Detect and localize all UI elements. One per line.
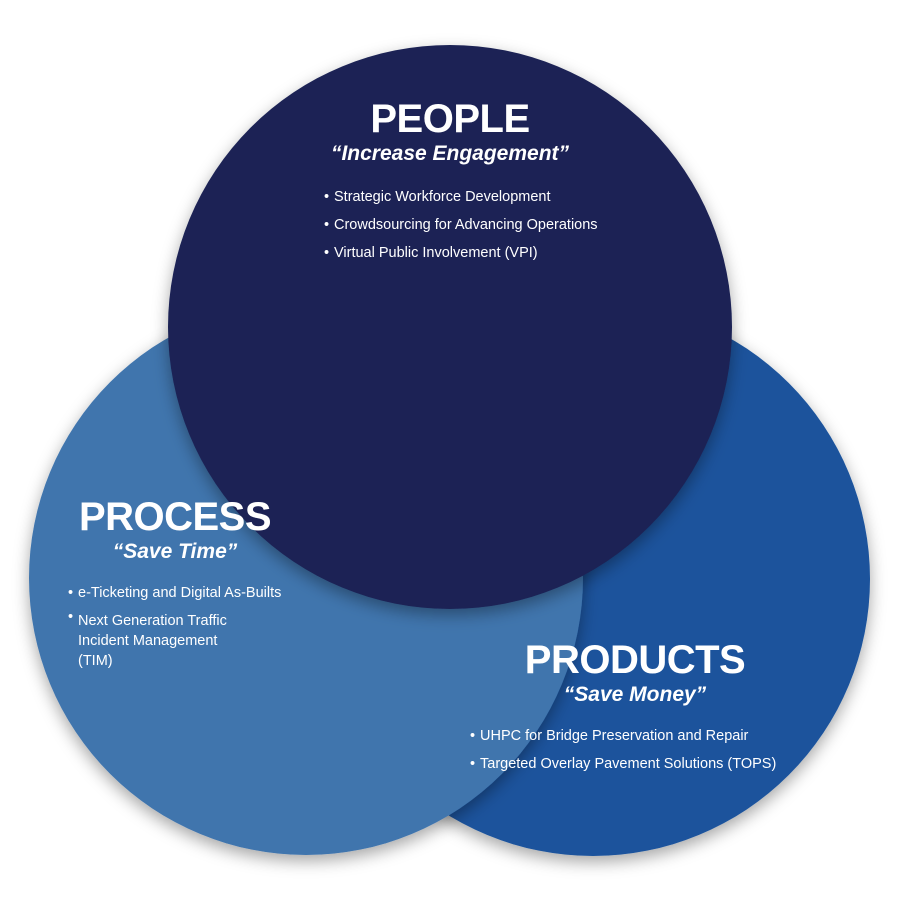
process-list: e-Ticketing and Digital As-Builts Next G… — [68, 579, 290, 671]
people-list: Strategic Workforce Development Crowdsou… — [324, 183, 600, 267]
list-item: e-Ticketing and Digital As-Builts — [68, 579, 290, 607]
products-tagline: “Save Money” — [563, 683, 707, 706]
people-section: PEOPLE “Increase Engagement” Strategic W… — [300, 97, 600, 267]
list-item: Targeted Overlay Pavement Solutions (TOP… — [470, 750, 800, 778]
list-item: Crowdsourcing for Advancing Operations — [324, 211, 600, 239]
products-title: PRODUCTS — [524, 638, 746, 682]
list-item: Strategic Workforce Development — [324, 183, 600, 211]
people-tagline: “Increase Engagement” — [330, 142, 570, 165]
list-item: UHPC for Bridge Preservation and Repair — [470, 722, 800, 750]
products-section: PRODUCTS “Save Money” UHPC for Bridge Pr… — [470, 638, 800, 778]
process-title: PROCESS — [78, 495, 272, 539]
products-list: UHPC for Bridge Preservation and Repair … — [470, 722, 800, 778]
list-item: Virtual Public Involvement (VPI) — [324, 239, 600, 267]
list-item: Next Generation Traffic Incident Managem… — [68, 607, 248, 671]
people-title: PEOPLE — [370, 97, 530, 141]
process-tagline: “Save Time” — [112, 540, 238, 563]
process-section: PROCESS “Save Time” e-Ticketing and Digi… — [60, 495, 290, 671]
